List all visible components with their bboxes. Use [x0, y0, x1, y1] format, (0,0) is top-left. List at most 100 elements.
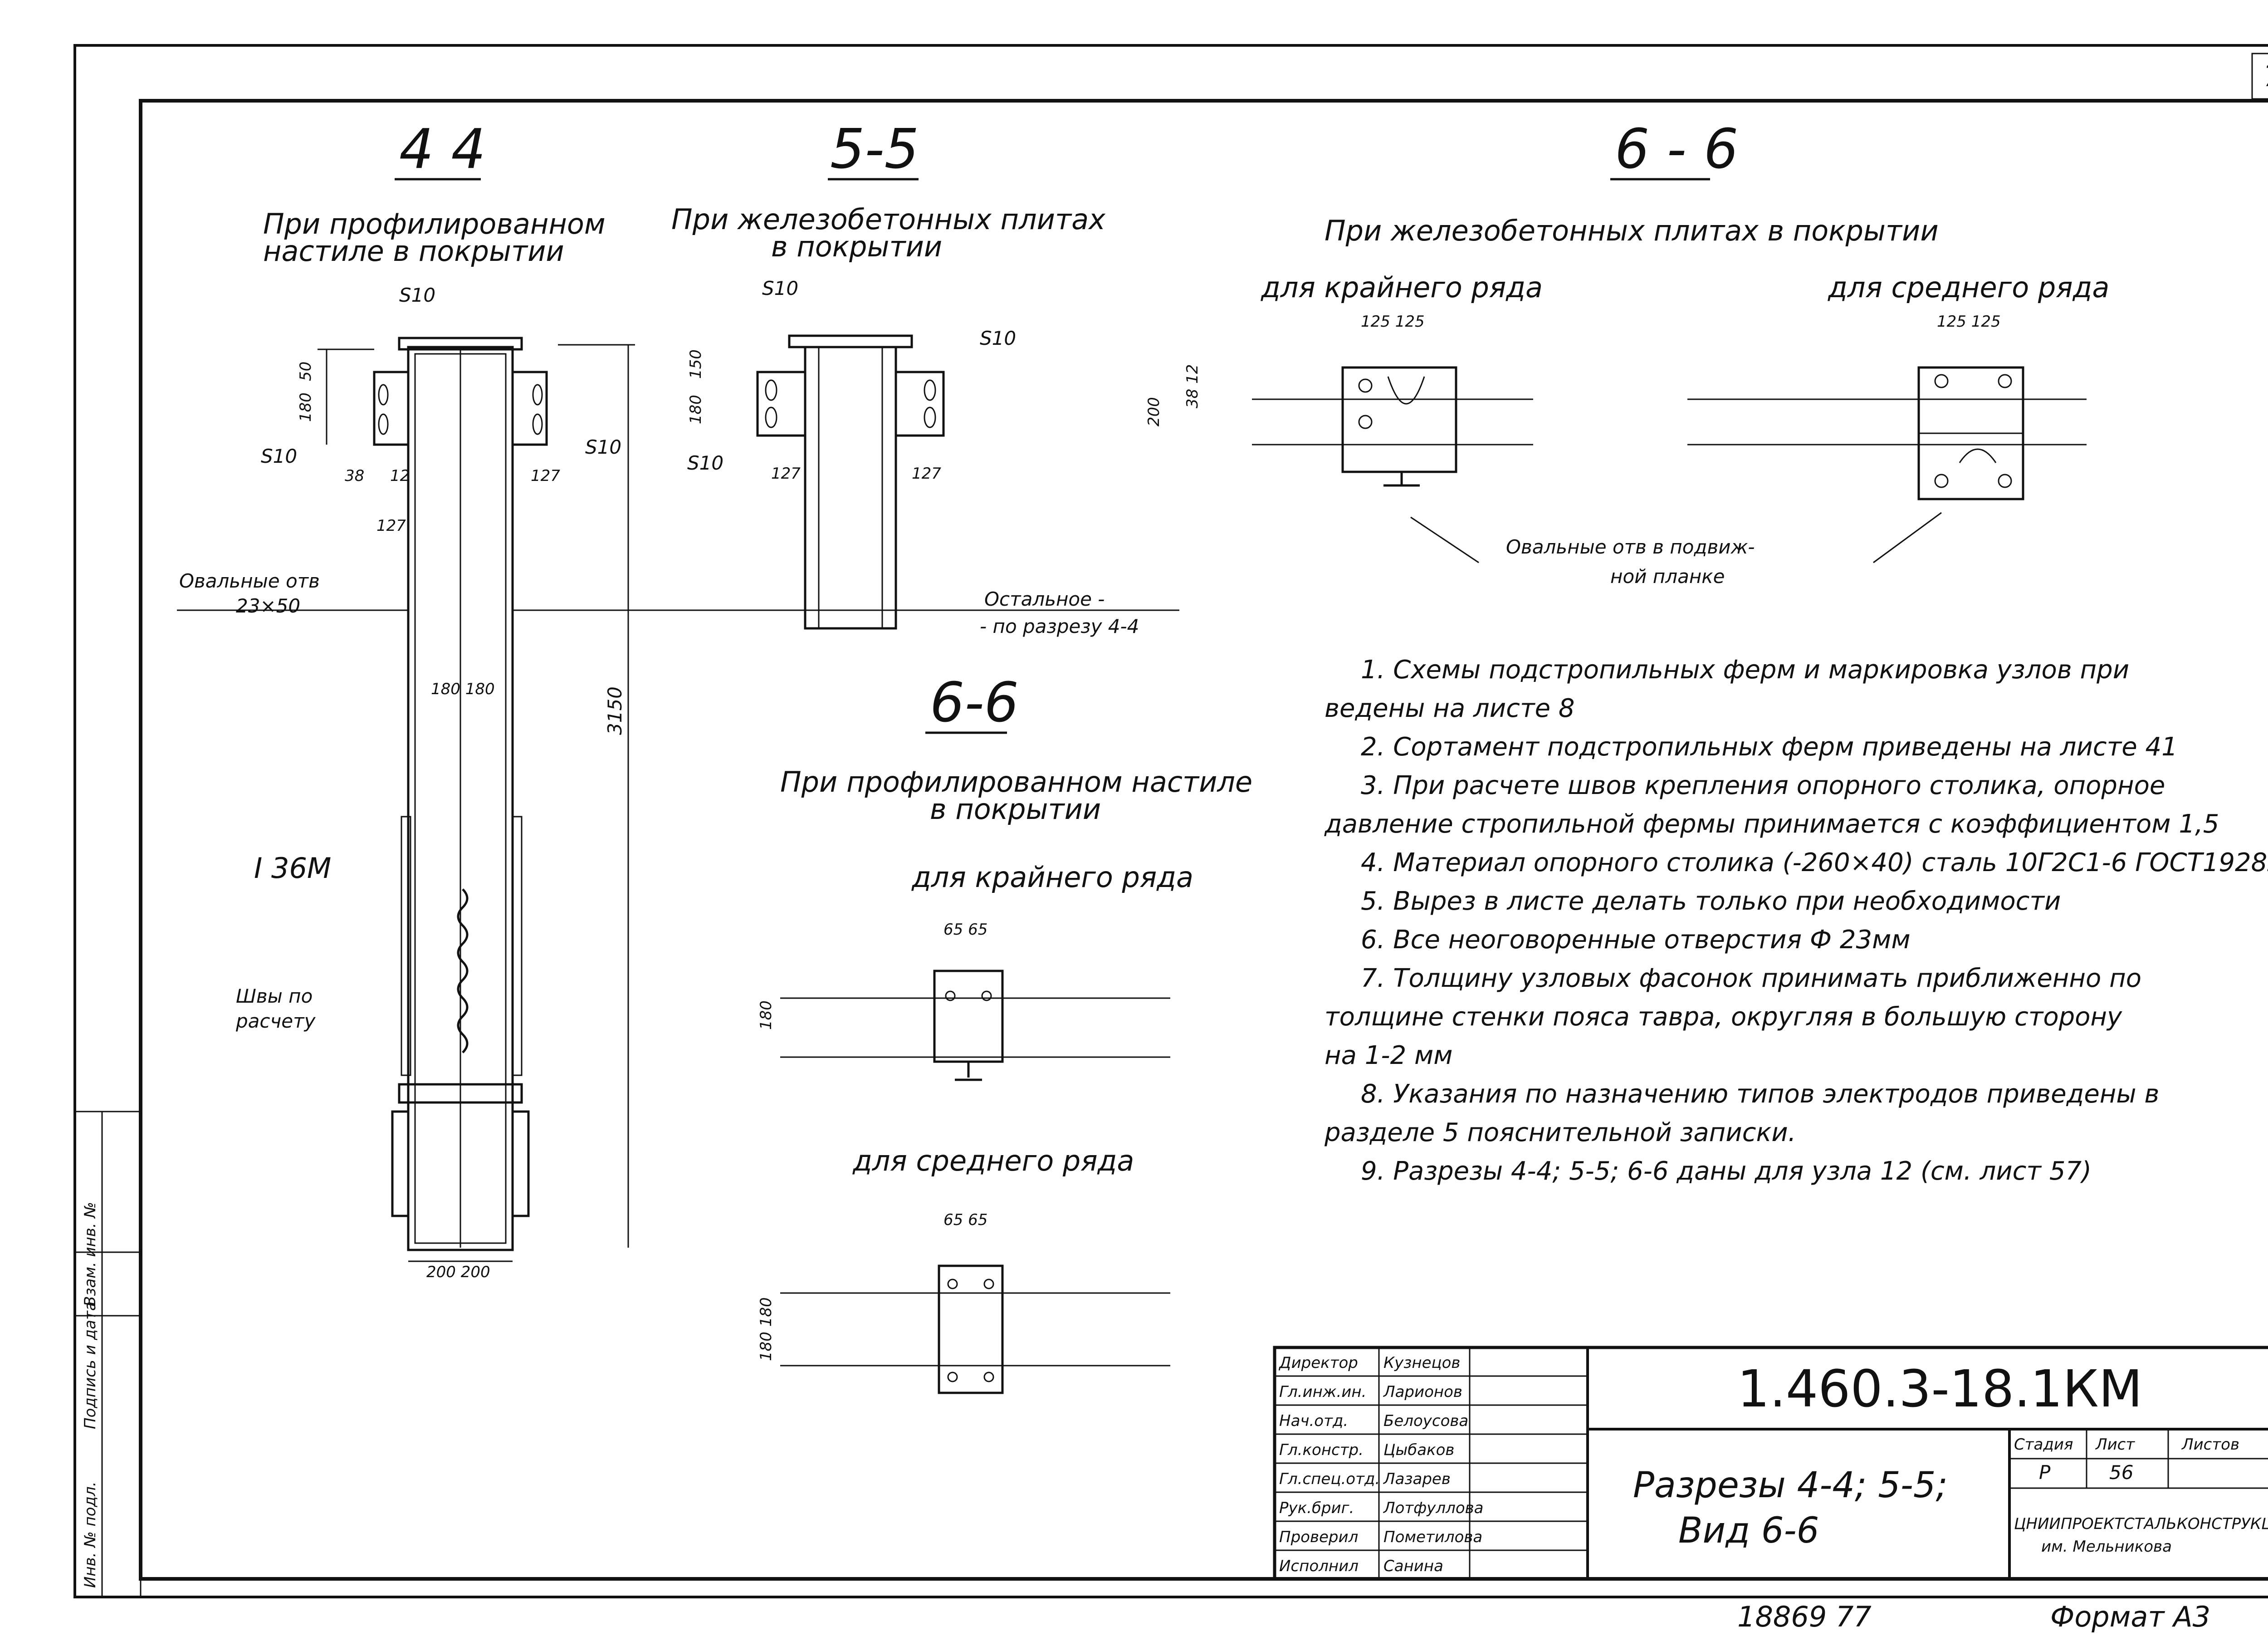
tb-role-6: Рук.бриг. — [1279, 1499, 1354, 1517]
section-5-5: 5-5 При железобетонных плитах в покрытии — [671, 118, 1106, 630]
label-4-4-welds-2: расчету — [235, 1010, 316, 1032]
section-6-6-bottom-middle: для среднего ряда — [852, 1144, 1134, 1177]
label-5-5-dim-127a: 127 — [771, 465, 801, 483]
title-block-sheet-value: 56 — [2109, 1461, 2133, 1484]
side-stamp — [74, 1111, 142, 1598]
section-6-6-top-dim-38-12: 38 12 — [1183, 364, 1202, 408]
note-line-3: 2. Сортамент подстропильных ферм приведе… — [1361, 732, 2178, 762]
section-4-4-title: 4 4 — [399, 118, 486, 181]
section-6-6-bottom-dims-bottom: 65 65 — [943, 1211, 987, 1229]
section-6-6-top-dims-outer: 125 125 — [1361, 313, 1425, 331]
label-5-5-rest-1: Остальное - — [984, 588, 1105, 610]
section-5-5-title: 5-5 — [830, 118, 919, 181]
section-6-6-top-dim-200: 200 — [1145, 397, 1163, 426]
label-4-4-dim-180-180: 180 180 — [431, 680, 495, 698]
tb-name-3: Белоусова — [1383, 1412, 1468, 1430]
section-4-4: 4 4 При профилированном настиле в покрыт… — [177, 118, 1179, 1262]
section-6-6-top-subtitle: При железобетонных плитах в покрытии — [1325, 214, 1939, 247]
note-line-10: толщине стенки пояса тавра, округляя в б… — [1325, 1002, 2122, 1032]
stamp-replace-inv: Взам. инв. № — [81, 1202, 99, 1307]
section-6-6-bottom-subtitle-2: в покрытии — [930, 793, 1101, 826]
tb-role-2: Гл.инж.ин. — [1279, 1383, 1366, 1401]
tb-name-5: Лазарев — [1383, 1470, 1451, 1488]
note-line-8: 6. Все неоговоренные отверстия Ф 23мм — [1361, 925, 1911, 955]
label-5-5-dim-127b: 127 — [912, 465, 941, 483]
section-6-6-bottom-dims-top: 65 65 — [943, 921, 987, 939]
section-6-6-bottom-subtitle-1: При профилированном настиле — [780, 765, 1252, 799]
notes: 1. Схемы подстропильных ферм и маркировк… — [1324, 655, 2268, 1186]
label-4-4-dim-50: 50 — [297, 362, 315, 381]
section-6-6-top-outer: для крайнего ряда — [1261, 271, 1543, 304]
note-line-6: 4. Материал опорного столика (-260×40) с… — [1361, 848, 2268, 877]
tb-name-4: Цыбаков — [1383, 1441, 1454, 1459]
section-4-4-subtitle-1: При профилированном — [263, 207, 606, 240]
tb-role-1: Директор — [1278, 1354, 1358, 1372]
section-6-6-bottom-dim-180: 180 — [757, 1000, 775, 1030]
label-4-4-s10-right: S10 — [585, 436, 621, 458]
section-6-6-bottom-title: 6-6 — [930, 671, 1019, 735]
section-6-6-top-dims-middle: 125 125 — [1937, 313, 2001, 331]
section-6-6-top-middle: для среднего ряда — [1828, 271, 2109, 304]
label-4-4-dim-12: 12 — [390, 467, 410, 485]
note-line-13: разделе 5 пояснительной записки. — [1324, 1118, 1796, 1147]
section-5-5-subtitle-2: в покрытии — [771, 230, 942, 263]
section-6-6-top-title: 6 - 6 — [1615, 118, 1738, 181]
label-4-4-dim-3150: 3150 — [604, 686, 626, 735]
sheet-frame — [73, 44, 2268, 1598]
label-4-4-dim-127a: 127 — [376, 517, 406, 535]
label-4-4-welds-1: Швы по — [236, 985, 313, 1007]
note-line-12: 8. Указания по назначению типов электрод… — [1361, 1079, 2159, 1109]
title-block-code: 1.460.3-18.1КМ — [1737, 1360, 2142, 1419]
tb-name-8: Санина — [1383, 1557, 1443, 1575]
note-line-14: 9. Разрезы 4-4; 5-5; 6-6 даны для узла 1… — [1361, 1156, 2092, 1186]
bottom-left-number: 18869 77 — [1737, 1600, 1872, 1633]
format-label: Формат А3 — [2050, 1600, 2210, 1633]
label-5-5-s10-left: S10 — [687, 452, 723, 474]
tb-name-2: Ларионов — [1383, 1383, 1462, 1401]
stamp-inv-no: Инв. № подл. — [81, 1481, 99, 1588]
label-4-4-s10-top: S10 — [399, 284, 435, 306]
label-5-5-dim-150: 150 — [687, 349, 705, 379]
section-6-6-top-oval-2: ной планке — [1610, 565, 1725, 588]
tb-role-4: Гл.констр. — [1279, 1441, 1364, 1459]
label-4-4-dim-180: 180 — [297, 392, 315, 422]
label-5-5-dim-180: 180 — [687, 395, 705, 424]
section-6-6-top-oval-1: Овальные отв в подвиж- — [1506, 536, 1755, 558]
label-5-5-s10-top: S10 — [762, 277, 798, 299]
section-5-5-subtitle-1: При железобетонных плитах — [671, 203, 1106, 236]
title-block-sheet-label: Лист — [2095, 1435, 2135, 1454]
label-4-4-dim-38: 38 — [345, 467, 364, 485]
title-block-org-2: им. Мельникова — [2041, 1538, 2172, 1556]
note-line-7: 5. Вырез в листе делать только при необх… — [1361, 887, 2061, 916]
page-number: 76 — [2263, 60, 2268, 93]
section-6-6-bottom-outer: для крайнего ряда — [911, 861, 1193, 894]
section-6-6-top: 6 - 6 При железобетонных плитах в покрыт… — [1252, 118, 2109, 563]
label-4-4-dim-200-200: 200 200 — [426, 1263, 490, 1281]
note-line-5: давление стропильной фермы принимается с… — [1324, 809, 2219, 839]
tb-name-6: Лотфуллова — [1383, 1499, 1484, 1517]
tb-role-5: Гл.спец.отд. — [1279, 1470, 1380, 1488]
title-block-stage-value: Р — [2039, 1461, 2051, 1484]
section-6-6-bottom: 6-6 При профилированном настиле в покрыт… — [780, 671, 1252, 1394]
label-4-4-beam: I 36М — [254, 852, 331, 885]
stamp-sign-date: Подпись и дата — [81, 1301, 99, 1429]
title-block-title-1: Разрезы 4-4; 5-5; — [1633, 1465, 1948, 1506]
label-4-4-oval-2: 23×50 — [236, 595, 300, 617]
note-line-2: ведены на листе 8 — [1325, 694, 1574, 723]
tb-role-7: Проверил — [1279, 1528, 1358, 1546]
label-5-5-s10-right: S10 — [980, 327, 1016, 349]
note-line-4: 3. При расчете швов крепления опорного с… — [1361, 771, 2165, 800]
title-block-sheets-label: Листов — [2181, 1435, 2239, 1454]
label-4-4-oval-1: Овальные отв — [179, 570, 320, 592]
title-block-org-1: ЦНИИПРОЕКТСТАЛЬКОНСТРУКЦИЯ — [2014, 1515, 2268, 1533]
note-line-11: на 1-2 мм — [1325, 1041, 1453, 1070]
label-4-4-s10-left: S10 — [261, 445, 297, 467]
label-5-5-rest-2: - по разрезу 4-4 — [980, 615, 1139, 637]
label-4-4-dim-127b: 127 — [531, 467, 560, 485]
tb-role-3: Нач.отд. — [1279, 1412, 1348, 1430]
section-6-6-bottom-dim-180-180: 180 180 — [757, 1297, 775, 1361]
tb-role-8: Исполнил — [1279, 1557, 1359, 1575]
tb-name-7: Пометилова — [1383, 1528, 1482, 1546]
tb-name-1: Кузнецов — [1383, 1354, 1460, 1372]
